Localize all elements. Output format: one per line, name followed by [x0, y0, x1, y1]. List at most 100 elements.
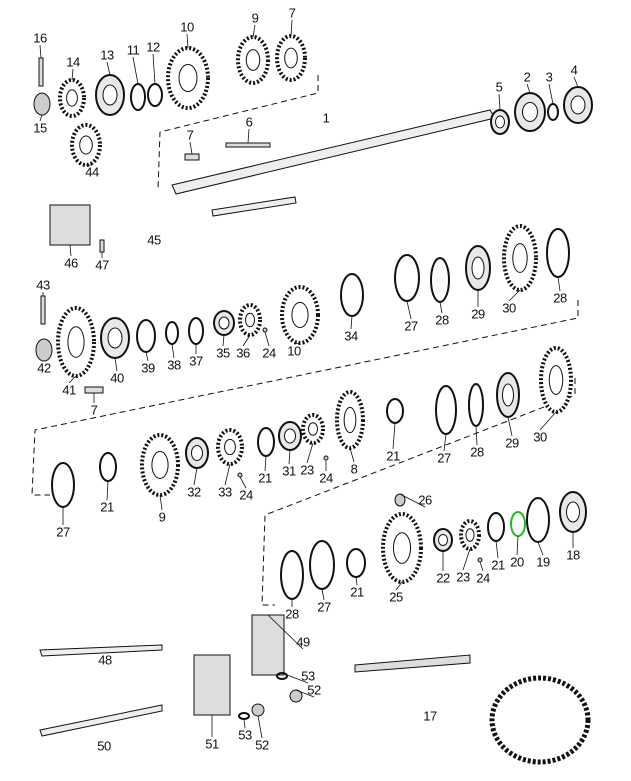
part-16-leader: [39, 44, 42, 59]
part-number-label: 29: [471, 306, 485, 322]
part-number-label: 7: [90, 402, 98, 418]
part-9-leader: [159, 494, 163, 511]
part-31-bore: [284, 428, 296, 444]
part-10-bore: [291, 301, 309, 329]
part-number-label: 51: [205, 736, 219, 752]
part-7: [84, 386, 104, 394]
part-number-label: 5: [495, 79, 503, 95]
part-number-label: 41: [62, 382, 76, 398]
part-38: [165, 321, 179, 345]
part-number-label: 44: [85, 164, 99, 180]
part-24-leader: [264, 331, 270, 347]
part-21-leader: [355, 576, 358, 586]
part-37: [188, 317, 204, 345]
part-number-label: 24: [239, 487, 253, 503]
selector-rod-48: [39, 644, 163, 657]
part-number-label: 43: [36, 277, 50, 293]
part-15: [33, 92, 51, 116]
part-number-label: 16: [33, 30, 47, 46]
part-15-leader: [39, 114, 43, 122]
part-30-leader: [508, 289, 521, 302]
part-number-label: 35: [216, 345, 230, 361]
part-number-label: 40: [110, 370, 124, 386]
part-number-label: 45: [147, 232, 161, 248]
part-number-label: 39: [141, 360, 155, 376]
part-number-label: 27: [317, 599, 331, 615]
part-number-label: 10: [180, 19, 194, 35]
part-23-bore: [465, 528, 475, 542]
part-number-label: 23: [300, 462, 314, 478]
part-11: [130, 83, 146, 111]
part-7-leader: [189, 141, 193, 155]
part-22-bore: [438, 534, 448, 546]
part-24: [237, 472, 243, 478]
part-7-leader: [290, 19, 293, 37]
part-6: [225, 142, 271, 148]
part-number-label: 17: [423, 708, 437, 724]
part-number-label: 30: [502, 300, 516, 316]
part-number-label: 30: [533, 429, 547, 445]
part-number-label: 29: [505, 435, 519, 451]
part-52-leader: [295, 689, 315, 698]
part-53: [276, 672, 288, 680]
part-number-label: 52: [307, 682, 321, 698]
part-27-leader: [321, 588, 325, 601]
part-32-leader: [193, 467, 198, 486]
part-number-label: 9: [251, 10, 259, 26]
part-14-leader: [71, 68, 74, 81]
part-number-label: 19: [536, 554, 550, 570]
part-28: [546, 228, 570, 278]
part-41-leader: [68, 375, 77, 384]
part-number-label: 21: [258, 470, 272, 486]
part-number-label: 21: [350, 584, 364, 600]
part-25-bore: [392, 532, 412, 564]
part-number-label: 27: [437, 450, 451, 466]
part-number-label: 18: [566, 547, 580, 563]
part-39: [136, 319, 156, 353]
part-35-bore: [218, 316, 230, 330]
part-40-bore: [107, 327, 123, 349]
part-number-label: 27: [56, 524, 70, 540]
part-20: [510, 511, 526, 537]
part-21-leader: [264, 455, 267, 472]
part-29-leader: [507, 416, 513, 437]
part-24: [323, 455, 329, 461]
part-49-leader: [267, 614, 304, 650]
part-24: [262, 327, 268, 333]
part-number-label: 38: [167, 357, 181, 373]
part-number-label: 49: [296, 634, 310, 650]
part-number-label: 23: [456, 569, 470, 585]
part-23-leader: [306, 442, 314, 464]
part-number-label: 8: [350, 461, 358, 477]
part-number-label: 28: [553, 290, 567, 306]
part-53-leader: [243, 718, 246, 729]
part-number-label: 21: [386, 448, 400, 464]
part-number-label: 24: [262, 345, 276, 361]
part-12: [147, 83, 163, 107]
part-4-bore: [570, 95, 586, 115]
part-number-label: 31: [282, 463, 296, 479]
part-number-label: 20: [510, 554, 524, 570]
part-27-leader: [406, 300, 412, 320]
part-number-label: 6: [245, 114, 253, 130]
part-number-label: 37: [189, 353, 203, 369]
part-42: [35, 338, 53, 362]
part-41-bore: [67, 326, 85, 358]
part-30-bore: [548, 365, 564, 395]
part-number-label: 3: [545, 69, 553, 85]
part-29-bore: [502, 383, 514, 407]
part-24-leader: [239, 476, 247, 489]
part-19: [526, 497, 550, 543]
part-27-leader: [443, 433, 447, 452]
part-28-leader: [557, 276, 561, 292]
part-21-leader: [392, 422, 396, 450]
part-2-leader: [526, 83, 531, 94]
part-21-leader: [495, 540, 499, 559]
part-33-bore: [224, 438, 236, 456]
selector-rod-45: [211, 196, 297, 217]
part-21: [346, 548, 366, 578]
part-21: [257, 427, 275, 457]
part-number-label: 28: [470, 444, 484, 460]
part-number-label: 48: [98, 652, 112, 668]
bracket-upper-cluster: [31, 300, 579, 496]
